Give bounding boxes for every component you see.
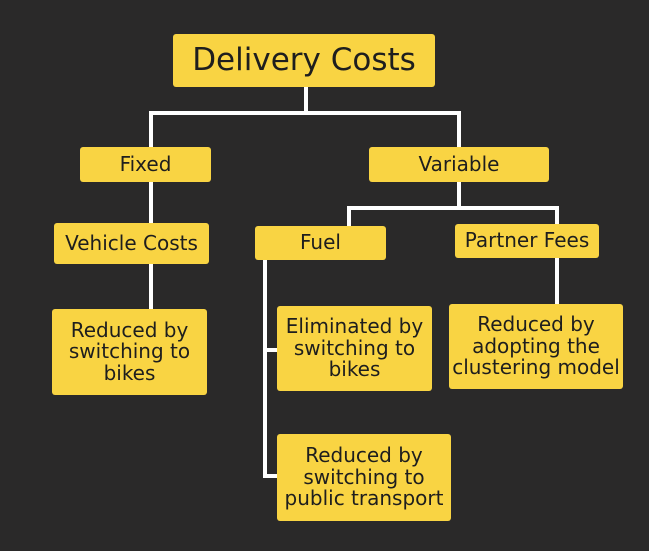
node-partner-fees: Partner Fees xyxy=(455,224,599,258)
connector-variable-branches xyxy=(347,206,559,228)
connector-root-branches xyxy=(149,111,461,149)
node-partner-result: Reduced by adopting the clustering model xyxy=(449,304,623,389)
node-delivery-costs: Delivery Costs xyxy=(173,34,435,87)
node-vehicle-costs: Vehicle Costs xyxy=(54,223,209,264)
node-fuel-eliminated: Eliminated by switching to bikes xyxy=(277,306,432,391)
node-fixed: Fixed xyxy=(80,147,211,182)
node-fuel-public-transport: Reduced by switching to public transport xyxy=(277,434,451,521)
connector-fuel-spine xyxy=(263,258,279,478)
node-vehicle-result: Reduced by switching to bikes xyxy=(52,309,207,395)
node-variable: Variable xyxy=(369,147,549,182)
node-fuel: Fuel xyxy=(255,226,386,260)
